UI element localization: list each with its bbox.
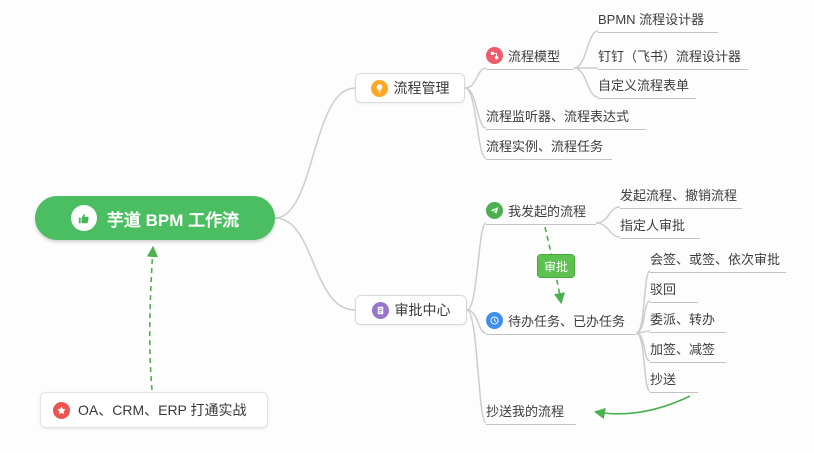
approval-center-label: 审批中心 — [394, 302, 451, 318]
node-assignee-approval[interactable]: 指定人审批 — [620, 215, 700, 239]
node-practice-note[interactable]: OA、CRM、ERP 打通实战 — [40, 392, 268, 428]
flow-icon — [486, 47, 503, 64]
node-dingtalk-designer[interactable]: 钉钉（飞书）流程设计器 — [598, 46, 748, 70]
custom-form-label: 自定义流程表单 — [598, 78, 690, 93]
dingtalk-designer-label: 钉钉（飞书）流程设计器 — [598, 49, 742, 64]
my-initiated-label: 我发起的流程 — [508, 204, 587, 219]
node-reject[interactable]: 驳回 — [650, 279, 698, 303]
process-model-label: 流程模型 — [508, 49, 561, 64]
reject-label: 驳回 — [650, 282, 677, 297]
document-icon — [371, 301, 389, 319]
practice-note-label: OA、CRM、ERP 打通实战 — [78, 402, 247, 418]
cc-label: 抄送 — [650, 372, 677, 387]
lightbulb-icon — [370, 79, 388, 97]
node-countersign[interactable]: 会签、或签、依次审批 — [650, 249, 786, 273]
node-cc-my-process[interactable]: 抄送我的流程 — [486, 401, 576, 425]
star-icon — [53, 401, 70, 419]
node-my-initiated[interactable]: 我发起的流程 — [486, 201, 596, 225]
paper-plane-icon — [486, 202, 503, 219]
instance-task-label: 流程实例、流程任务 — [486, 139, 604, 154]
node-initiate-cancel[interactable]: 发起流程、撤销流程 — [620, 185, 742, 209]
assignee-approval-label: 指定人审批 — [620, 218, 686, 233]
node-todo-done[interactable]: 待办任务、已办任务 — [486, 311, 636, 335]
bpmn-designer-label: BPMN 流程设计器 — [598, 12, 705, 27]
node-approval-center[interactable]: 审批中心 — [355, 295, 467, 325]
listener-expression-label: 流程监听器、流程表达式 — [486, 109, 630, 124]
delegate-transfer-label: 委派、转办 — [650, 312, 716, 327]
node-root[interactable]: 芋道 BPM 工作流 — [35, 196, 275, 240]
node-delegate-transfer[interactable]: 委派、转办 — [650, 309, 726, 333]
node-custom-form[interactable]: 自定义流程表单 — [598, 75, 696, 99]
process-management-label: 流程管理 — [393, 80, 450, 96]
node-listener-expression[interactable]: 流程监听器、流程表达式 — [486, 106, 646, 130]
cc-my-process-label: 抄送我的流程 — [486, 404, 565, 419]
initiate-cancel-label: 发起流程、撤销流程 — [620, 188, 738, 203]
thumbs-up-icon — [70, 205, 97, 231]
arrow-cc-to-ccmy — [593, 395, 691, 419]
node-cc[interactable]: 抄送 — [650, 369, 698, 393]
node-add-remove-sign[interactable]: 加签、减签 — [650, 339, 726, 363]
arrow-note-to-root — [146, 245, 159, 391]
node-process-model[interactable]: 流程模型 — [486, 46, 574, 70]
node-process-management[interactable]: 流程管理 — [355, 73, 465, 103]
node-instance-task[interactable]: 流程实例、流程任务 — [486, 136, 612, 160]
node-bpmn-designer[interactable]: BPMN 流程设计器 — [598, 9, 718, 33]
todo-done-label: 待办任务、已办任务 — [508, 314, 626, 329]
countersign-label: 会签、或签、依次审批 — [650, 252, 781, 267]
approve-badge: 审批 — [537, 254, 575, 278]
add-remove-sign-label: 加签、减签 — [650, 342, 716, 357]
clock-icon — [486, 312, 503, 329]
root-label: 芋道 BPM 工作流 — [106, 210, 240, 230]
